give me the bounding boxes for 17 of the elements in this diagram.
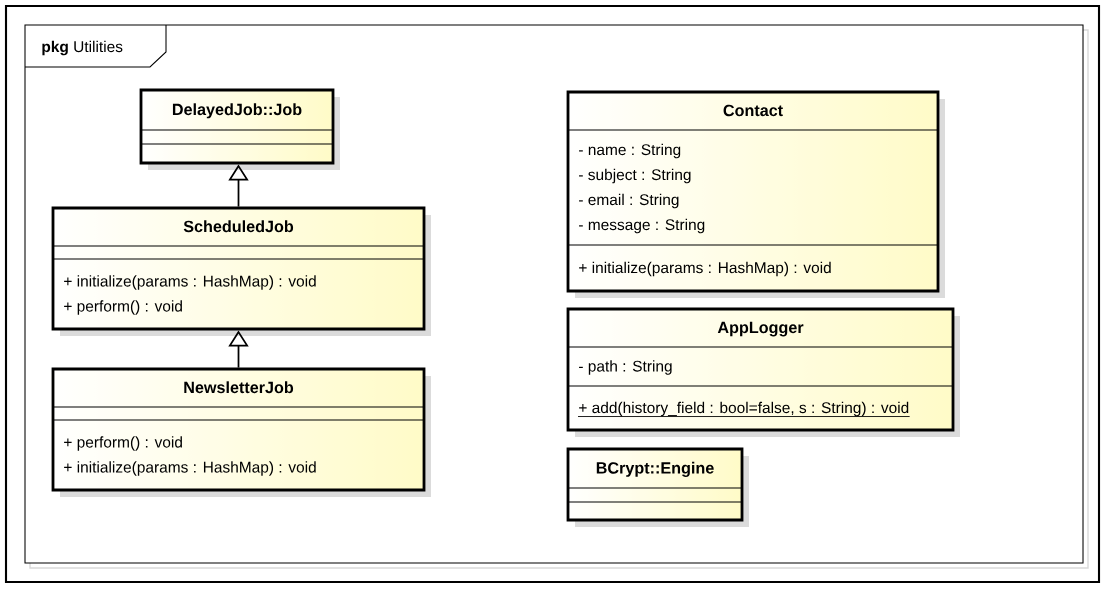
method-text: + perform() : void (64, 436, 182, 451)
method-text: + add(history_field : bool=false, s : String) : void (577, 401, 911, 417)
class-box: Contact - name : String - subject : String - email : String - message : String + initialize(params : HashMap) : void (566, 90, 945, 298)
class-box: ScheduledJob + initialize(params : HashMap) : void + perform() : void (51, 206, 431, 336)
class-box: DelayedJob::Job (139, 88, 340, 170)
attribute-text: - email : String (579, 193, 679, 209)
class-box: NewsletterJob + perform() : void + initialize(params : HashMap) : void (51, 367, 431, 497)
class-box: BCrypt::Engine (566, 447, 749, 527)
attribute-text: - message : String (579, 218, 705, 234)
method-text: + perform() : void (64, 300, 182, 315)
attribute-text: - name : String (579, 143, 681, 159)
attribute-text: - path : String (579, 360, 672, 375)
method-text: + initialize(params : HashMap) : void (579, 261, 831, 277)
attribute-text: - subject : String (579, 168, 691, 184)
method-text: + initialize(params : HashMap) : void (64, 461, 316, 476)
method-text: + initialize(params : HashMap) : void (64, 275, 316, 290)
class-box: AppLogger - path : String + add(history_field : bool=false, s : String) : void (566, 307, 960, 437)
